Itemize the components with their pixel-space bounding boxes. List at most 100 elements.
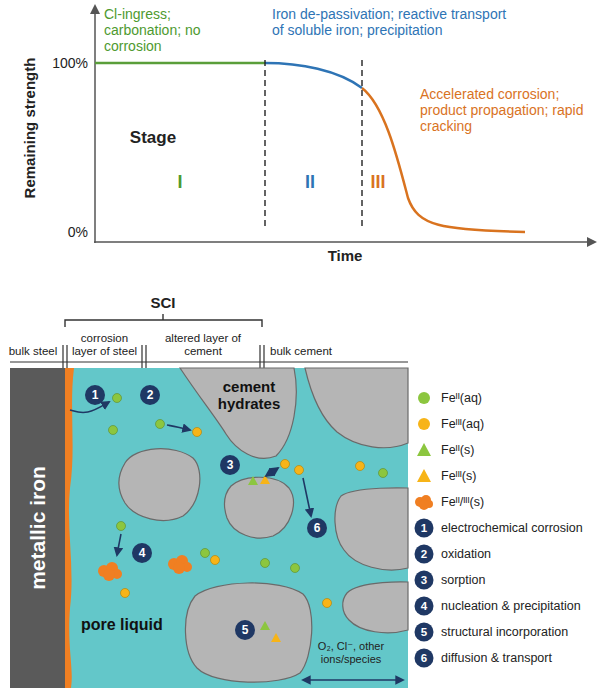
swatch-triangle [417, 443, 431, 456]
ferric-ion [295, 466, 304, 475]
chart-label: bulk cement [270, 345, 360, 358]
legend-swatch [414, 414, 434, 434]
legend-swatch: 4 [414, 596, 434, 616]
chart-label: Remaining strength [21, 58, 38, 199]
legend-row: 6 diffusion & transport [414, 648, 600, 668]
callout-number-text: 2 [140, 385, 160, 405]
cement-grain [119, 449, 200, 521]
ferrous-ion [379, 469, 388, 478]
y-axis [94, 12, 96, 243]
callout-number: 3 [414, 570, 434, 590]
legend-row: Feᴵᴵ(s) [414, 440, 600, 460]
chart-label: Cl-ingress; carbonation; no corrosion [104, 6, 204, 54]
legend-text: sorption [441, 573, 485, 587]
legend-row: 4 nucleation & precipitation [414, 596, 600, 616]
stage-divider [361, 60, 362, 230]
grain-outline [180, 368, 296, 458]
steel-band: metallic iron [10, 368, 65, 688]
ferrous-ion [109, 426, 118, 435]
legend-text: electrochemical corrosion [441, 521, 583, 535]
swatch-cluster [415, 495, 433, 510]
chart-label: II [295, 172, 325, 193]
stage-two-curve [265, 63, 362, 88]
legend-swatch [414, 466, 434, 486]
legend-swatch: 2 [414, 544, 434, 564]
legend-text: diffusion & transport [441, 651, 552, 665]
chart-label: I [165, 172, 195, 193]
legend-text: Feᴵᴵᴵ(s) [441, 469, 476, 483]
legend-row: 2 oxidation [414, 544, 600, 564]
chart-label: Time [305, 247, 385, 264]
region-label: cement hydrates [206, 378, 292, 413]
cement-grain [335, 488, 408, 570]
sci-bracket [65, 314, 262, 327]
callout-number-text: 5 [235, 620, 255, 640]
ferrous-ion [291, 564, 300, 573]
legend-row: 3 sorption [414, 570, 600, 590]
legend-swatch [414, 492, 434, 512]
callout-number: 6 [414, 648, 434, 668]
legend-text: Feᴵᴵᴵ(aq) [441, 417, 484, 431]
legend-row: Feᴵᴵ/ᴵᴵᴵ(s) [414, 492, 600, 512]
swatch-number-circle [415, 623, 434, 642]
legend-swatch: 6 [414, 648, 434, 668]
axis-arrowhead [90, 4, 100, 14]
swatch-triangle [417, 469, 431, 482]
callout-number: 4 [414, 596, 434, 616]
process-arrow [303, 478, 311, 516]
callout-number: 1 [414, 518, 434, 538]
legend-text: nucleation & precipitation [441, 599, 581, 613]
stage-one-curve [95, 62, 265, 65]
stage-divider [264, 60, 265, 230]
swatch-circle [418, 418, 430, 430]
swatch-number-circle [415, 571, 434, 590]
ferric-ion [281, 460, 290, 469]
solid-iron-triangle [260, 621, 270, 630]
chart-label: SCI [133, 294, 193, 311]
callout-number: 2 [414, 544, 434, 564]
process-arrow [303, 679, 403, 681]
chart-label: Stage [113, 128, 193, 148]
callout-number: 1 [85, 385, 105, 405]
callout-number: 6 [307, 518, 327, 538]
legend-row: 5structural incorporation [414, 622, 600, 642]
legend-text: structural incorporation [441, 625, 568, 639]
chart-label: 0% [30, 224, 88, 240]
legend-row: Feᴵᴵᴵ(s) [414, 466, 600, 486]
axis-arrowhead [587, 237, 597, 247]
ferric-ion [193, 428, 202, 437]
swatch-number-circle [415, 519, 434, 538]
iron-precipitate [168, 555, 192, 574]
swatch-number-circle [415, 597, 434, 616]
chart-label: Accelerated corrosion; product propagati… [420, 86, 592, 134]
layer-ruler [10, 361, 408, 362]
ferric-ion [121, 589, 130, 598]
chart-label: Iron de-passivation; reactive transport … [272, 6, 517, 38]
callout-number: 4 [132, 543, 152, 563]
process-arrow [117, 534, 121, 555]
chart-label: III [358, 172, 398, 193]
legend-text: Feᴵᴵ(aq) [441, 391, 482, 405]
callout-number: 3 [220, 455, 240, 475]
ferric-ion [211, 556, 220, 565]
ferrous-ion [156, 420, 165, 429]
legend-swatch [414, 388, 434, 408]
legend-text: oxidation [441, 547, 491, 561]
callout-number: 2 [140, 385, 160, 405]
cement-grain [225, 477, 294, 538]
process-arrow [167, 425, 190, 430]
legend-row: 1 electrochemical corrosion [414, 518, 600, 538]
chart-label: O₂, Cl⁻, other ions/species [297, 640, 405, 665]
ferric-ion [356, 462, 365, 471]
callout-number-text: 6 [307, 518, 327, 538]
legend-swatch [414, 440, 434, 460]
solid-iron-triangle [260, 475, 270, 484]
pore-liquid-region: pore liquidcement hydrates123456O₂, Cl⁻,… [65, 368, 408, 688]
ferrous-ion [201, 549, 210, 558]
chart-label: 100% [30, 55, 88, 71]
legend-swatch: 3 [414, 570, 434, 590]
cement-grain [305, 368, 408, 448]
legend-row: Feᴵᴵ(aq) [414, 388, 600, 408]
solid-iron-triangle [271, 633, 281, 642]
